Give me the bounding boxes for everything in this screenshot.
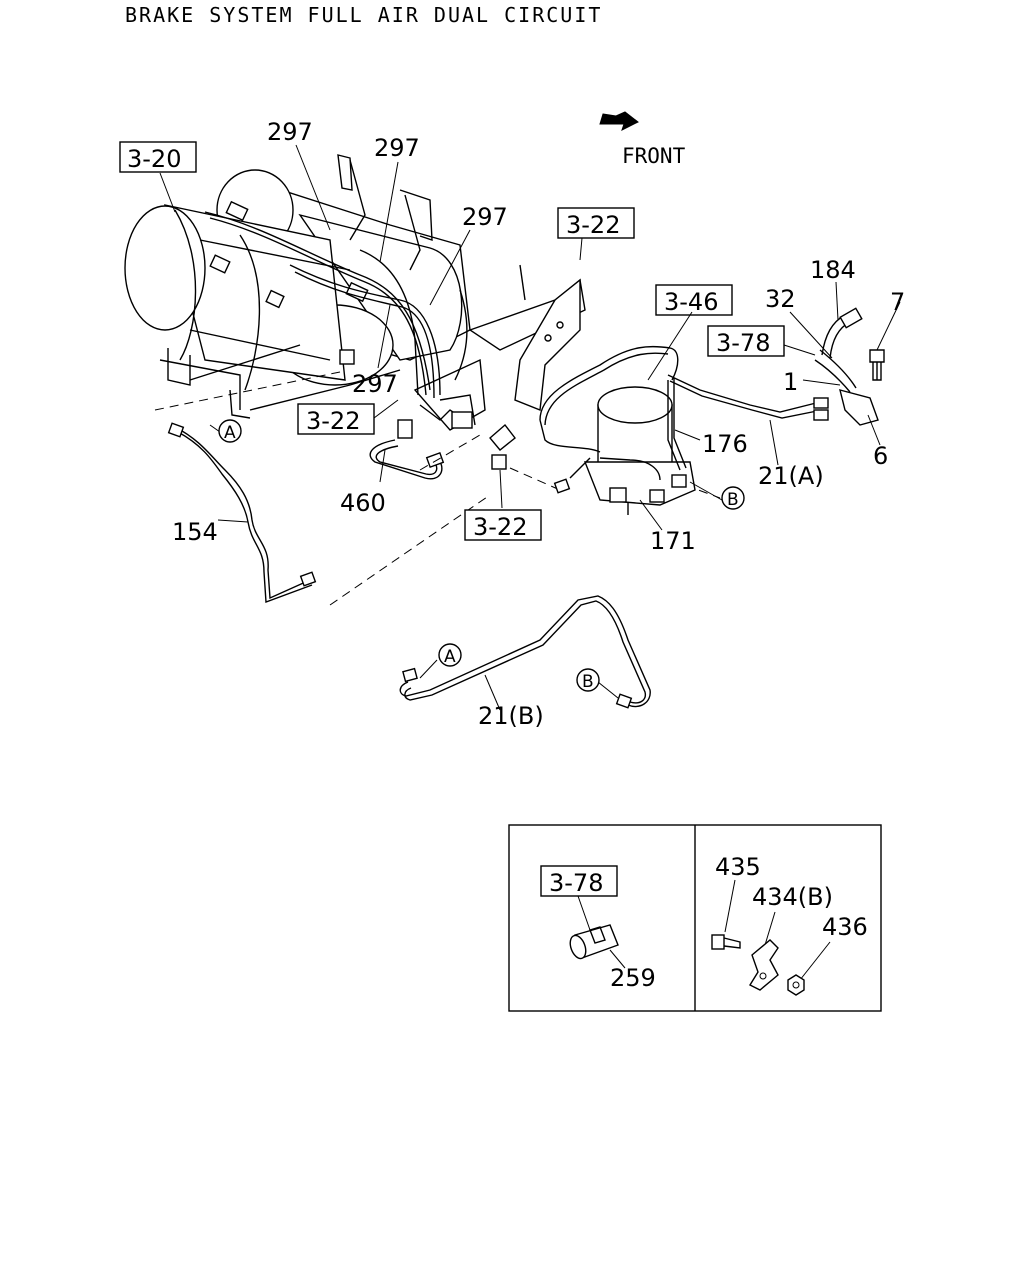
part-label-435: 435 [715,853,761,881]
valve-assembly [813,307,885,426]
part-label-21a: 21(A) [758,462,824,490]
part-label-154: 154 [172,518,218,546]
line-460 [369,419,516,480]
inset-fasteners: 435 434(B) 436 [711,853,868,996]
leader-tank-dash [329,494,491,606]
part-label-297-4: 297 [352,370,398,398]
svg-text:3-22: 3-22 [473,513,527,541]
air-tank-assembly [124,154,471,419]
ref-box-3-22-mid: 3-22 [297,403,375,435]
part-label-297-3: 297 [462,203,508,231]
part-label-184: 184 [810,256,856,284]
inset-detail-box [508,824,882,1012]
part-label-460: 460 [340,489,386,517]
part-label-259: 259 [610,964,656,992]
part-label-297-1: 297 [267,118,313,146]
ref-box-3-22-top: 3-22 [557,207,635,239]
line-21b [399,595,651,709]
ref-box-3-46: 3-46 [655,284,733,316]
ref-box-3-78: 3-78 [707,325,785,357]
ref-box-3-20: 3-20 [119,141,197,173]
air-dryer-171 [583,386,696,515]
inset-clip-259: 3-78 259 [540,865,656,992]
part-label-297-2: 297 [374,134,420,162]
svg-text:3-46: 3-46 [664,288,718,316]
leader-a-dash [154,371,341,411]
part-label-7: 7 [890,288,905,316]
ref-box-3-22-bottom: 3-22 [464,509,542,541]
part-label-434b: 434(B) [752,883,833,911]
svg-text:3-78: 3-78 [716,329,770,357]
svg-text:3-20: 3-20 [127,145,181,173]
circle-label-a-upper: A [218,419,242,443]
callout-leaders [159,144,901,711]
front-arrow-icon [599,111,639,131]
part-label-21b: 21(B) [478,702,544,730]
svg-text:3-22: 3-22 [566,211,620,239]
circle-label-b-upper: B [721,486,745,510]
brake-lines-297 [204,211,468,399]
leader-460-dash [419,434,481,471]
svg-text:3-78: 3-78 [549,869,603,897]
part-label-1: 1 [783,368,798,396]
part-label-6: 6 [873,442,888,470]
circle-label-b-lower: B [576,668,600,692]
part-label-176: 176 [702,430,748,458]
line-154 [167,422,317,603]
front-label: FRONT [622,144,686,168]
part-label-171: 171 [650,527,696,555]
svg-text:3-22: 3-22 [306,407,360,435]
svg-text:B: B [727,490,739,510]
part-label-436: 436 [822,913,868,941]
mounting-bracket [413,264,586,431]
svg-text:A: A [444,647,456,667]
svg-text:A: A [224,423,236,443]
part-label-32: 32 [765,285,796,313]
svg-text:B: B [582,672,594,692]
lines-176-21a [539,345,823,494]
diagram-title: BRAKE SYSTEM FULL AIR DUAL CIRCUIT [125,3,602,27]
leader-valve-dash [509,467,561,491]
circle-label-a-lower: A [438,643,462,667]
